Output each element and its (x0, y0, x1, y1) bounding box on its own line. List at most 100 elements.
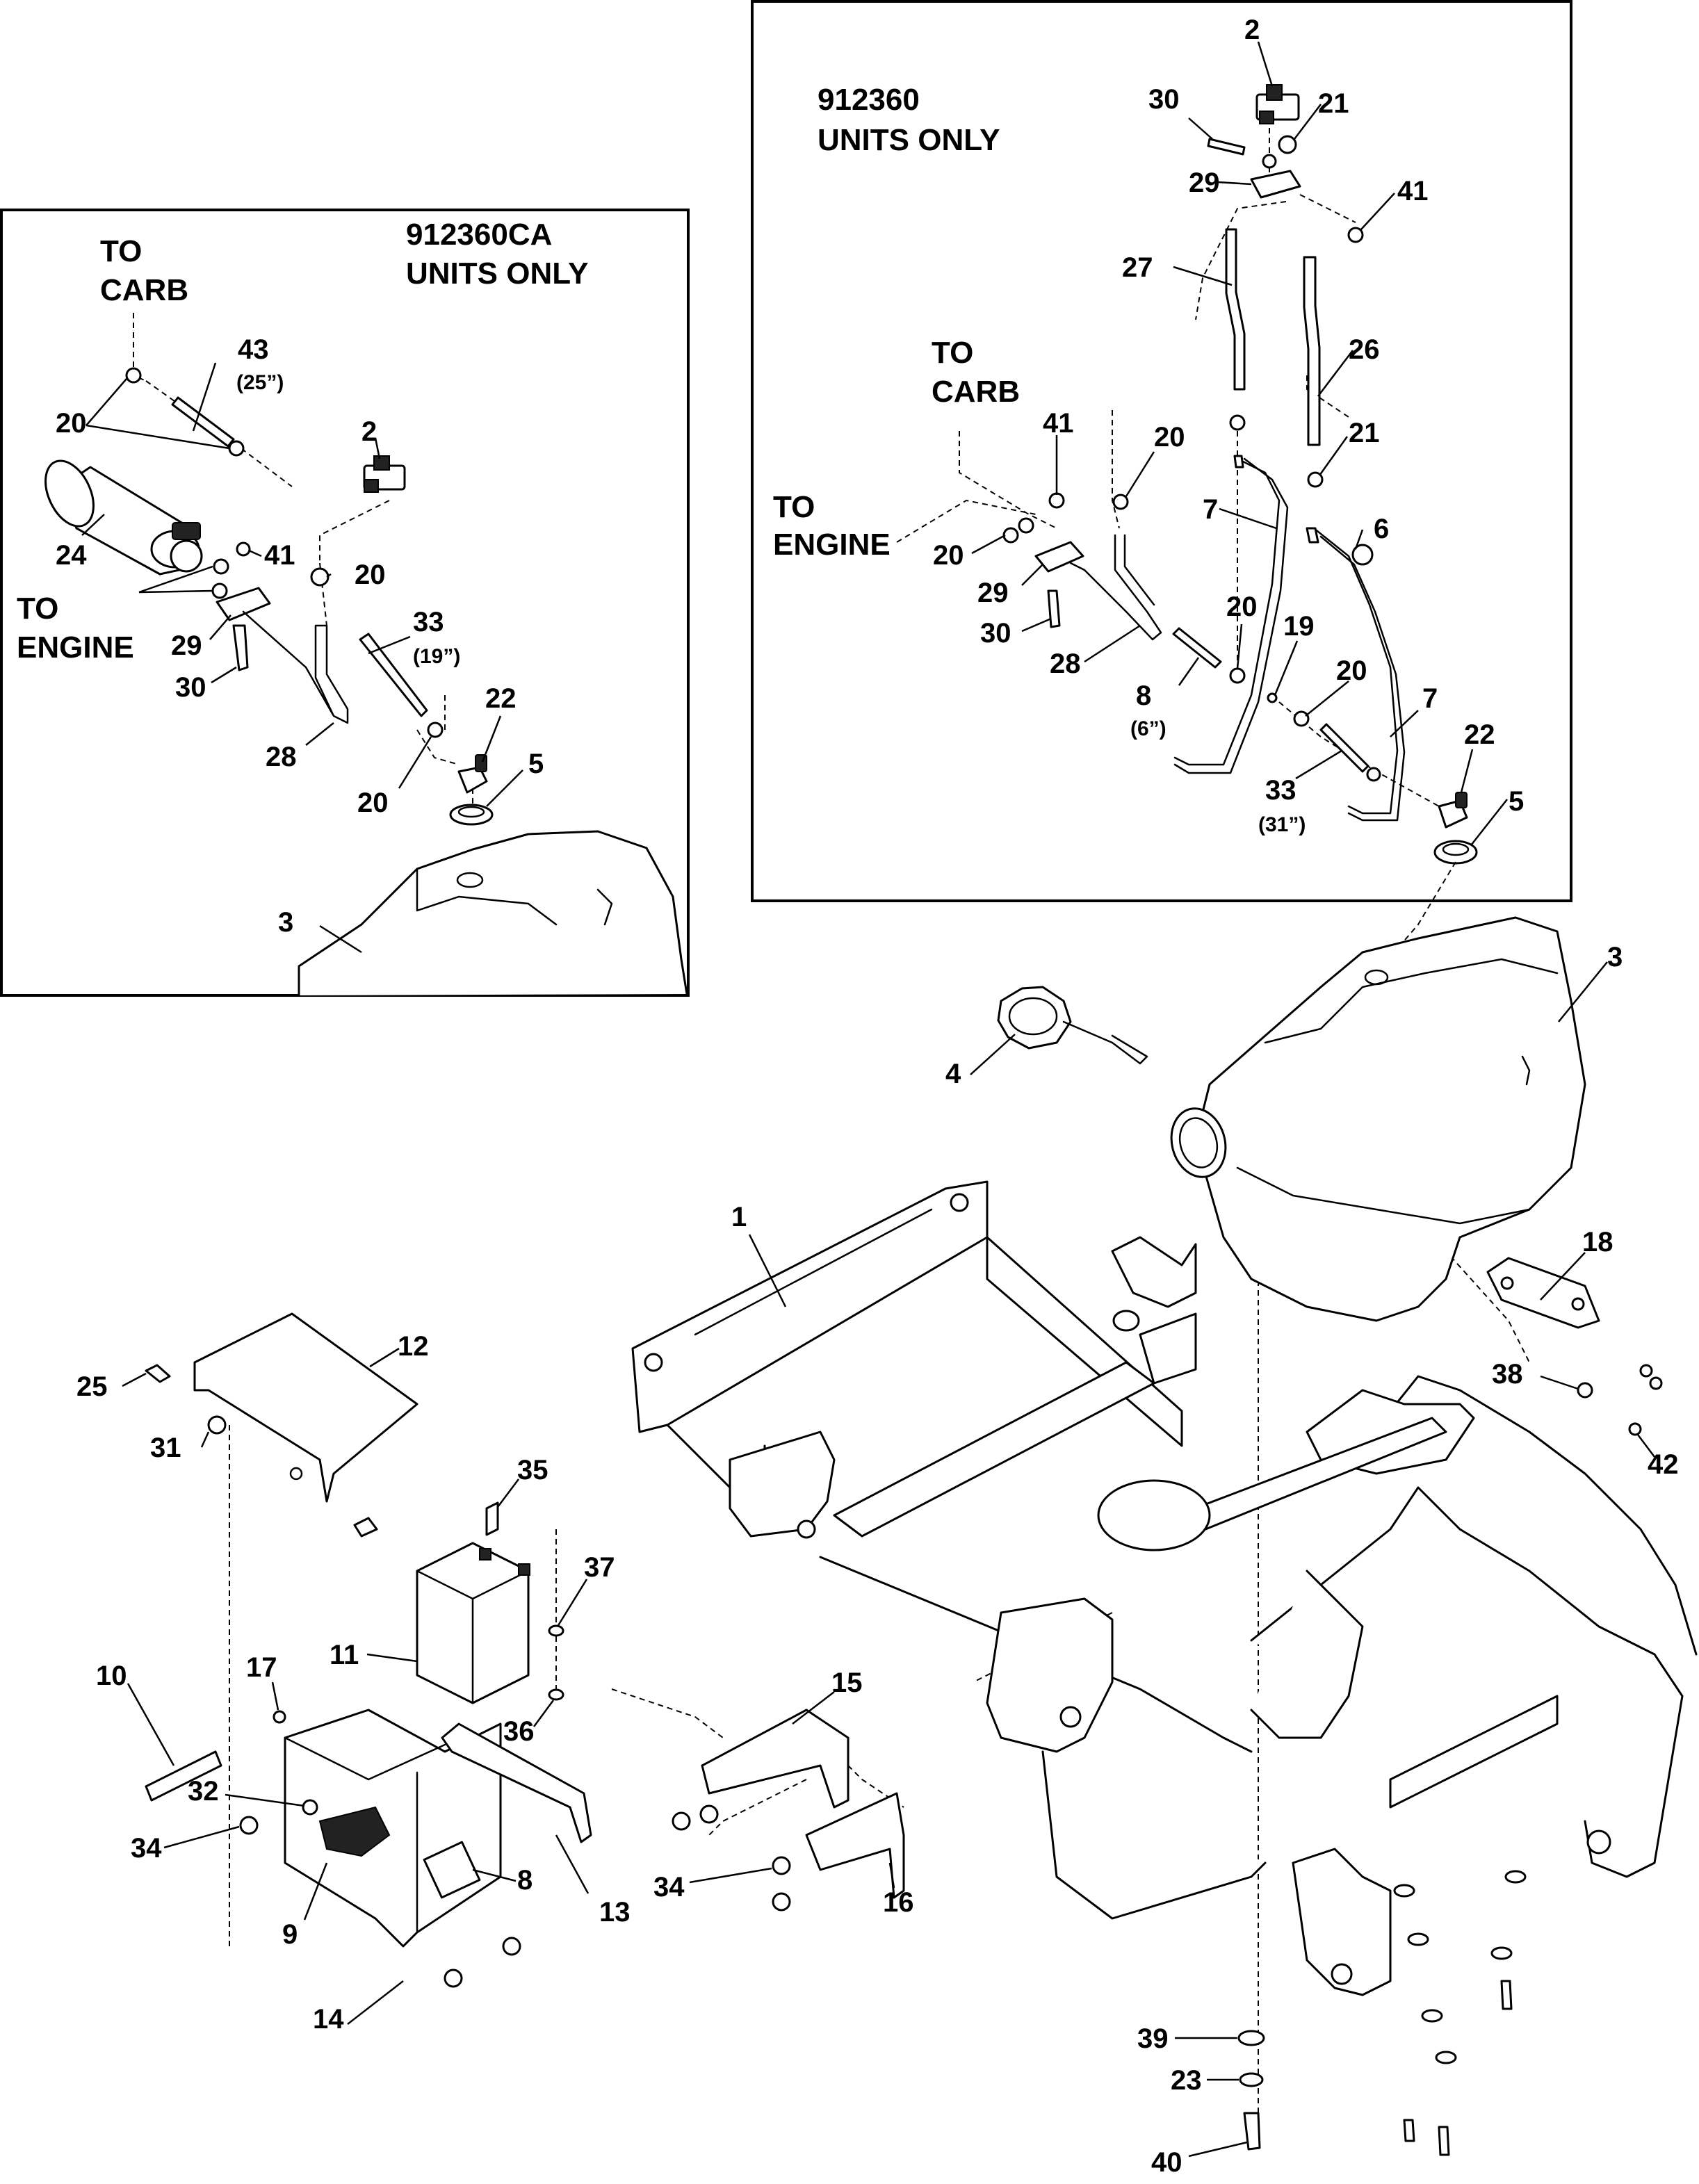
callout-22: 22 (1464, 719, 1495, 750)
callout-29: 29 (171, 630, 202, 661)
callout-5: 5 (528, 749, 544, 779)
callout-12: 12 (398, 1331, 429, 1362)
battery-cover-12 (193, 1312, 418, 1503)
callout-14: 14 (313, 2004, 344, 2035)
callout-36: 36 (503, 1716, 535, 1747)
bracket-16 (805, 1792, 905, 1899)
callout-2: 2 (361, 416, 377, 447)
inset-left-to-carb-2: CARB (100, 273, 188, 307)
callout-13: 13 (599, 1897, 631, 1928)
callout-33-length: (19”) (413, 645, 460, 668)
callout-35: 35 (517, 1455, 548, 1485)
inset-right-art (896, 84, 1478, 865)
clamp-29-left (216, 587, 271, 621)
fuel-filter-24 (44, 459, 203, 576)
callout-8: 8 (517, 1865, 533, 1896)
callout-24: 24 (56, 540, 87, 571)
washer-39 (1237, 2030, 1265, 2046)
callout-42: 42 (1648, 1449, 1679, 1480)
callout-31: 31 (150, 1433, 181, 1463)
callout-33-length: (31”) (1258, 813, 1306, 836)
callout-20: 20 (355, 560, 386, 590)
callout-20: 20 (1226, 592, 1258, 622)
fuel-cap-4 (997, 986, 1148, 1065)
callout-26: 26 (1349, 334, 1380, 365)
washer-23 (1239, 2072, 1264, 2087)
hold-down-13 (441, 1722, 592, 1843)
inset-right-to-engine-1: TO (773, 490, 815, 524)
bolt-35 (485, 1501, 499, 1536)
callout-30: 30 (175, 672, 206, 703)
fitting-22-left (457, 754, 488, 794)
callout-21: 21 (1318, 88, 1349, 119)
hose-33-left (359, 633, 428, 717)
callout-41: 41 (1043, 408, 1074, 439)
hose-26 (1303, 256, 1321, 446)
hose-27 (1225, 228, 1246, 391)
callout-38: 38 (1492, 1359, 1523, 1390)
bracket-15 (701, 1709, 850, 1809)
inset-right-title-1: 912360 (818, 83, 920, 117)
callout-7: 7 (1203, 494, 1218, 525)
inset-left-to-carb-1: TO (100, 234, 142, 268)
callout-23: 23 (1171, 2065, 1202, 2096)
inset-right-to-carb-2: CARB (932, 375, 1020, 409)
callout-1: 1 (731, 1202, 747, 1232)
inset-left-title-1: 912360CA (406, 218, 552, 252)
leader-lines (81, 41, 1655, 2158)
callout-34: 34 (653, 1872, 685, 1902)
callout-2: 2 (1244, 15, 1260, 45)
callout-30: 30 (1148, 84, 1180, 115)
frame-1 (631, 1180, 1698, 1996)
battery-11 (416, 1542, 530, 1704)
callout-40: 40 (1151, 2147, 1182, 2178)
callout-22: 22 (485, 683, 517, 714)
hose-43 (171, 396, 235, 448)
callout-30: 30 (980, 618, 1011, 649)
callout-9: 9 (282, 1919, 298, 1950)
inset-left-title-2: UNITS ONLY (406, 256, 588, 291)
callout-15: 15 (831, 1668, 863, 1698)
callout-21: 21 (1349, 418, 1380, 448)
callout-11: 11 (330, 1640, 359, 1670)
callout-33: 33 (413, 607, 444, 637)
inset-912360-frame (751, 0, 1572, 902)
main-assembly-art (145, 861, 1698, 2156)
callout-20: 20 (56, 408, 87, 439)
callout-25: 25 (76, 1371, 108, 1402)
callout-5: 5 (1509, 786, 1524, 817)
inset-right-to-engine-2: ENGINE (773, 528, 891, 562)
callout-3: 3 (278, 907, 293, 938)
valve-2-right (1255, 84, 1300, 124)
callout-43: 43 (238, 334, 269, 365)
callout-28: 28 (1050, 649, 1081, 679)
shield-18 (1486, 1257, 1600, 1329)
inset-left-art (44, 313, 688, 997)
callout-8: 8 (1136, 681, 1151, 711)
callout-19: 19 (1283, 611, 1315, 642)
callout-34: 34 (131, 1833, 162, 1864)
callout-41: 41 (1397, 176, 1429, 206)
callout-10: 10 (96, 1661, 127, 1691)
valve-2-left (363, 455, 406, 493)
callout-6: 6 (1374, 514, 1389, 544)
callout-16: 16 (883, 1887, 914, 1918)
callout-17: 17 (246, 1652, 277, 1683)
callout-20: 20 (1154, 422, 1185, 453)
inset-right-title-2: UNITS ONLY (818, 123, 1000, 157)
inset-912360ca-frame (0, 209, 690, 997)
callout-29: 29 (1189, 168, 1220, 198)
callout-27: 27 (1122, 252, 1153, 283)
fuel-tank-3 (1170, 916, 1586, 1322)
callout-39: 39 (1137, 2023, 1169, 2054)
inset-left-to-engine-2: ENGINE (17, 630, 134, 665)
callout-18: 18 (1582, 1227, 1613, 1257)
decal-10 (145, 1750, 222, 1802)
callout-32: 32 (188, 1776, 219, 1807)
callout-37: 37 (584, 1552, 615, 1583)
callout-20: 20 (933, 540, 964, 571)
hose-8 (1172, 627, 1222, 669)
callout-29: 29 (977, 578, 1009, 608)
